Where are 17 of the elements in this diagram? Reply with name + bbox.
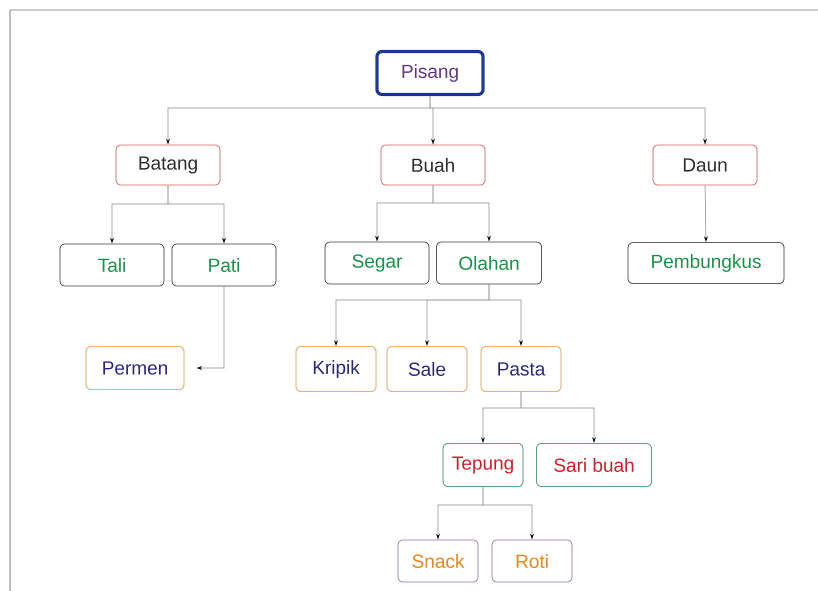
category-box: Snack bbox=[398, 540, 478, 582]
category-box: Sale bbox=[386, 346, 468, 392]
category-box: Buah bbox=[380, 144, 486, 186]
category-box: Pati bbox=[172, 244, 276, 286]
category-box: Roti bbox=[492, 540, 572, 582]
category-box: Tali bbox=[60, 244, 164, 286]
category-box: Olahan bbox=[436, 242, 542, 284]
category-box: Pembungkus bbox=[628, 242, 784, 284]
category-box: Daun bbox=[652, 144, 758, 186]
category-box: Tepung bbox=[442, 443, 524, 487]
category-box: Pasta bbox=[480, 346, 562, 392]
category-box: Kripik bbox=[296, 346, 376, 392]
category-box: Sari buah bbox=[536, 443, 652, 487]
category-box: Permen bbox=[86, 346, 184, 390]
category-box: Segar bbox=[324, 242, 430, 284]
category-box: Batang bbox=[116, 144, 220, 186]
root-box: Pisang bbox=[375, 50, 485, 96]
